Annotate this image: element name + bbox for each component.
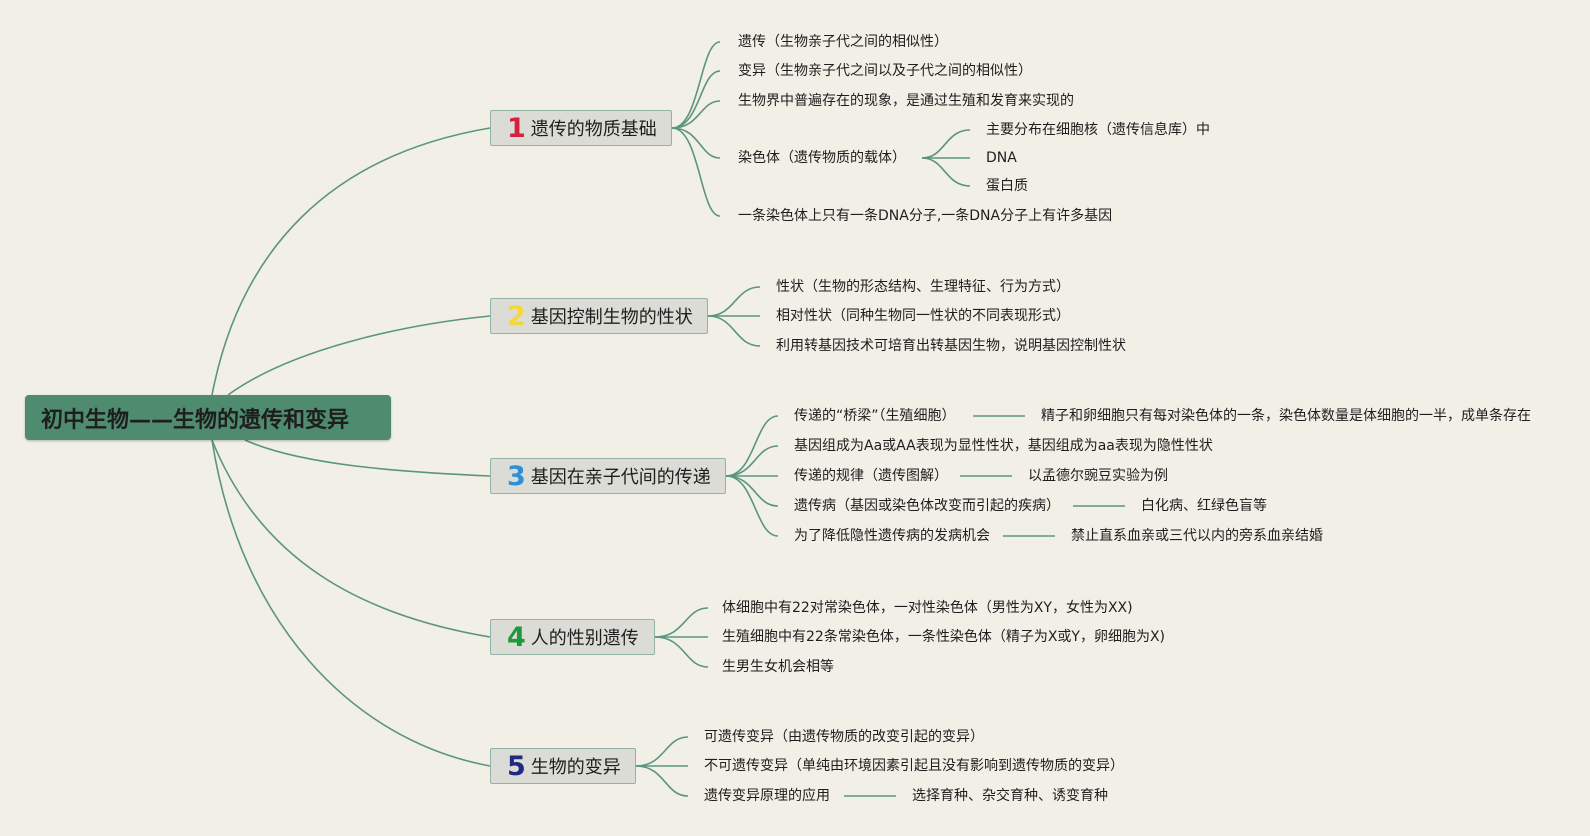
root-title: 初中生物——生物的遗传和变异	[41, 407, 350, 433]
branch-3-item[interactable]: 传递的“桥梁”（生殖细胞）	[794, 408, 956, 424]
branch-5-item[interactable]: 遗传变异原理的应用	[704, 788, 830, 804]
branch-3-item[interactable]: 遗传病（基因或染色体改变而引起的疾病）	[794, 498, 1060, 514]
root-topic[interactable]: 初中生物——生物的遗传和变异	[25, 395, 391, 440]
branch-5-detail[interactable]: 选择育种、杂交育种、诱变育种	[912, 788, 1108, 804]
branch-number: 2	[507, 300, 526, 332]
chromosome-sub-item[interactable]: DNA	[986, 150, 1017, 166]
branch-3-detail[interactable]: 精子和卵细胞只有每对染色体的一条，染色体数量是体细胞的一半，成单条存在	[1041, 408, 1531, 424]
branch-1-item[interactable]: 生物界中普遍存在的现象，是通过生殖和发育来实现的	[738, 93, 1074, 109]
branch-number: 4	[507, 621, 526, 653]
branch-2-item[interactable]: 性状（生物的形态结构、生理特征、行为方式）	[776, 279, 1070, 295]
branch-3-detail[interactable]: 白化病、红绿色盲等	[1141, 498, 1267, 514]
branch-4-item[interactable]: 体细胞中有22对常染色体，一对性染色体（男性为XY，女性为XX)	[722, 600, 1133, 616]
branch-number: 3	[507, 460, 526, 492]
branch-title: 生物的变异	[530, 757, 621, 778]
branch-2-item[interactable]: 利用转基因技术可培育出转基因生物，说明基因控制性状	[776, 338, 1126, 354]
branch-2[interactable]: 2 基因控制生物的性状	[490, 298, 708, 334]
branch-1-item[interactable]: 变异（生物亲子代之间以及子代之间的相似性）	[738, 63, 1032, 79]
branch-3[interactable]: 3 基因在亲子代间的传递	[490, 458, 726, 494]
branch-3-item[interactable]: 基因组成为Aa或AA表现为显性性状，基因组成为aa表现为隐性性状	[794, 438, 1213, 454]
branch-3-item[interactable]: 为了降低隐性遗传病的发病机会	[794, 528, 990, 544]
branch-4-item[interactable]: 生男生女机会相等	[722, 659, 834, 675]
branch-3-detail[interactable]: 禁止直系血亲或三代以内的旁系血亲结婚	[1071, 528, 1323, 544]
branch-5-item[interactable]: 可遗传变异（由遗传物质的改变引起的变异）	[704, 729, 984, 745]
branch-2-item[interactable]: 相对性状（同种生物同一性状的不同表现形式）	[776, 308, 1070, 324]
branch-title: 基因控制生物的性状	[530, 307, 693, 328]
branch-title: 遗传的物质基础	[530, 119, 657, 140]
branch-1-item[interactable]: 一条染色体上只有一条DNA分子,一条DNA分子上有许多基因	[738, 208, 1113, 224]
branch-title: 基因在亲子代间的传递	[530, 467, 711, 488]
branch-1-item[interactable]: 遗传（生物亲子代之间的相似性）	[738, 34, 948, 50]
branch-title: 人的性别遗传	[530, 628, 639, 649]
chromosome-sub-item[interactable]: 蛋白质	[986, 178, 1028, 194]
branch-1[interactable]: 1 遗传的物质基础	[490, 110, 672, 146]
branch-4[interactable]: 4 人的性别遗传	[490, 619, 655, 655]
branch-3-item[interactable]: 传递的规律（遗传图解）	[794, 468, 948, 484]
branch-number: 1	[507, 112, 526, 144]
chromosome-sub-item[interactable]: 主要分布在细胞核（遗传信息库）中	[986, 122, 1210, 138]
branch-1-item[interactable]: 染色体（遗传物质的载体）	[738, 150, 906, 166]
branch-5[interactable]: 5 生物的变异	[490, 748, 636, 784]
branch-number: 5	[507, 750, 526, 782]
branch-5-item[interactable]: 不可遗传变异（单纯由环境因素引起且没有影响到遗传物质的变异）	[704, 758, 1124, 774]
branch-4-item[interactable]: 生殖细胞中有22条常染色体，一条性染色体（精子为X或Y，卵细胞为X)	[722, 629, 1166, 645]
branch-3-detail[interactable]: 以孟德尔豌豆实验为例	[1028, 468, 1168, 484]
